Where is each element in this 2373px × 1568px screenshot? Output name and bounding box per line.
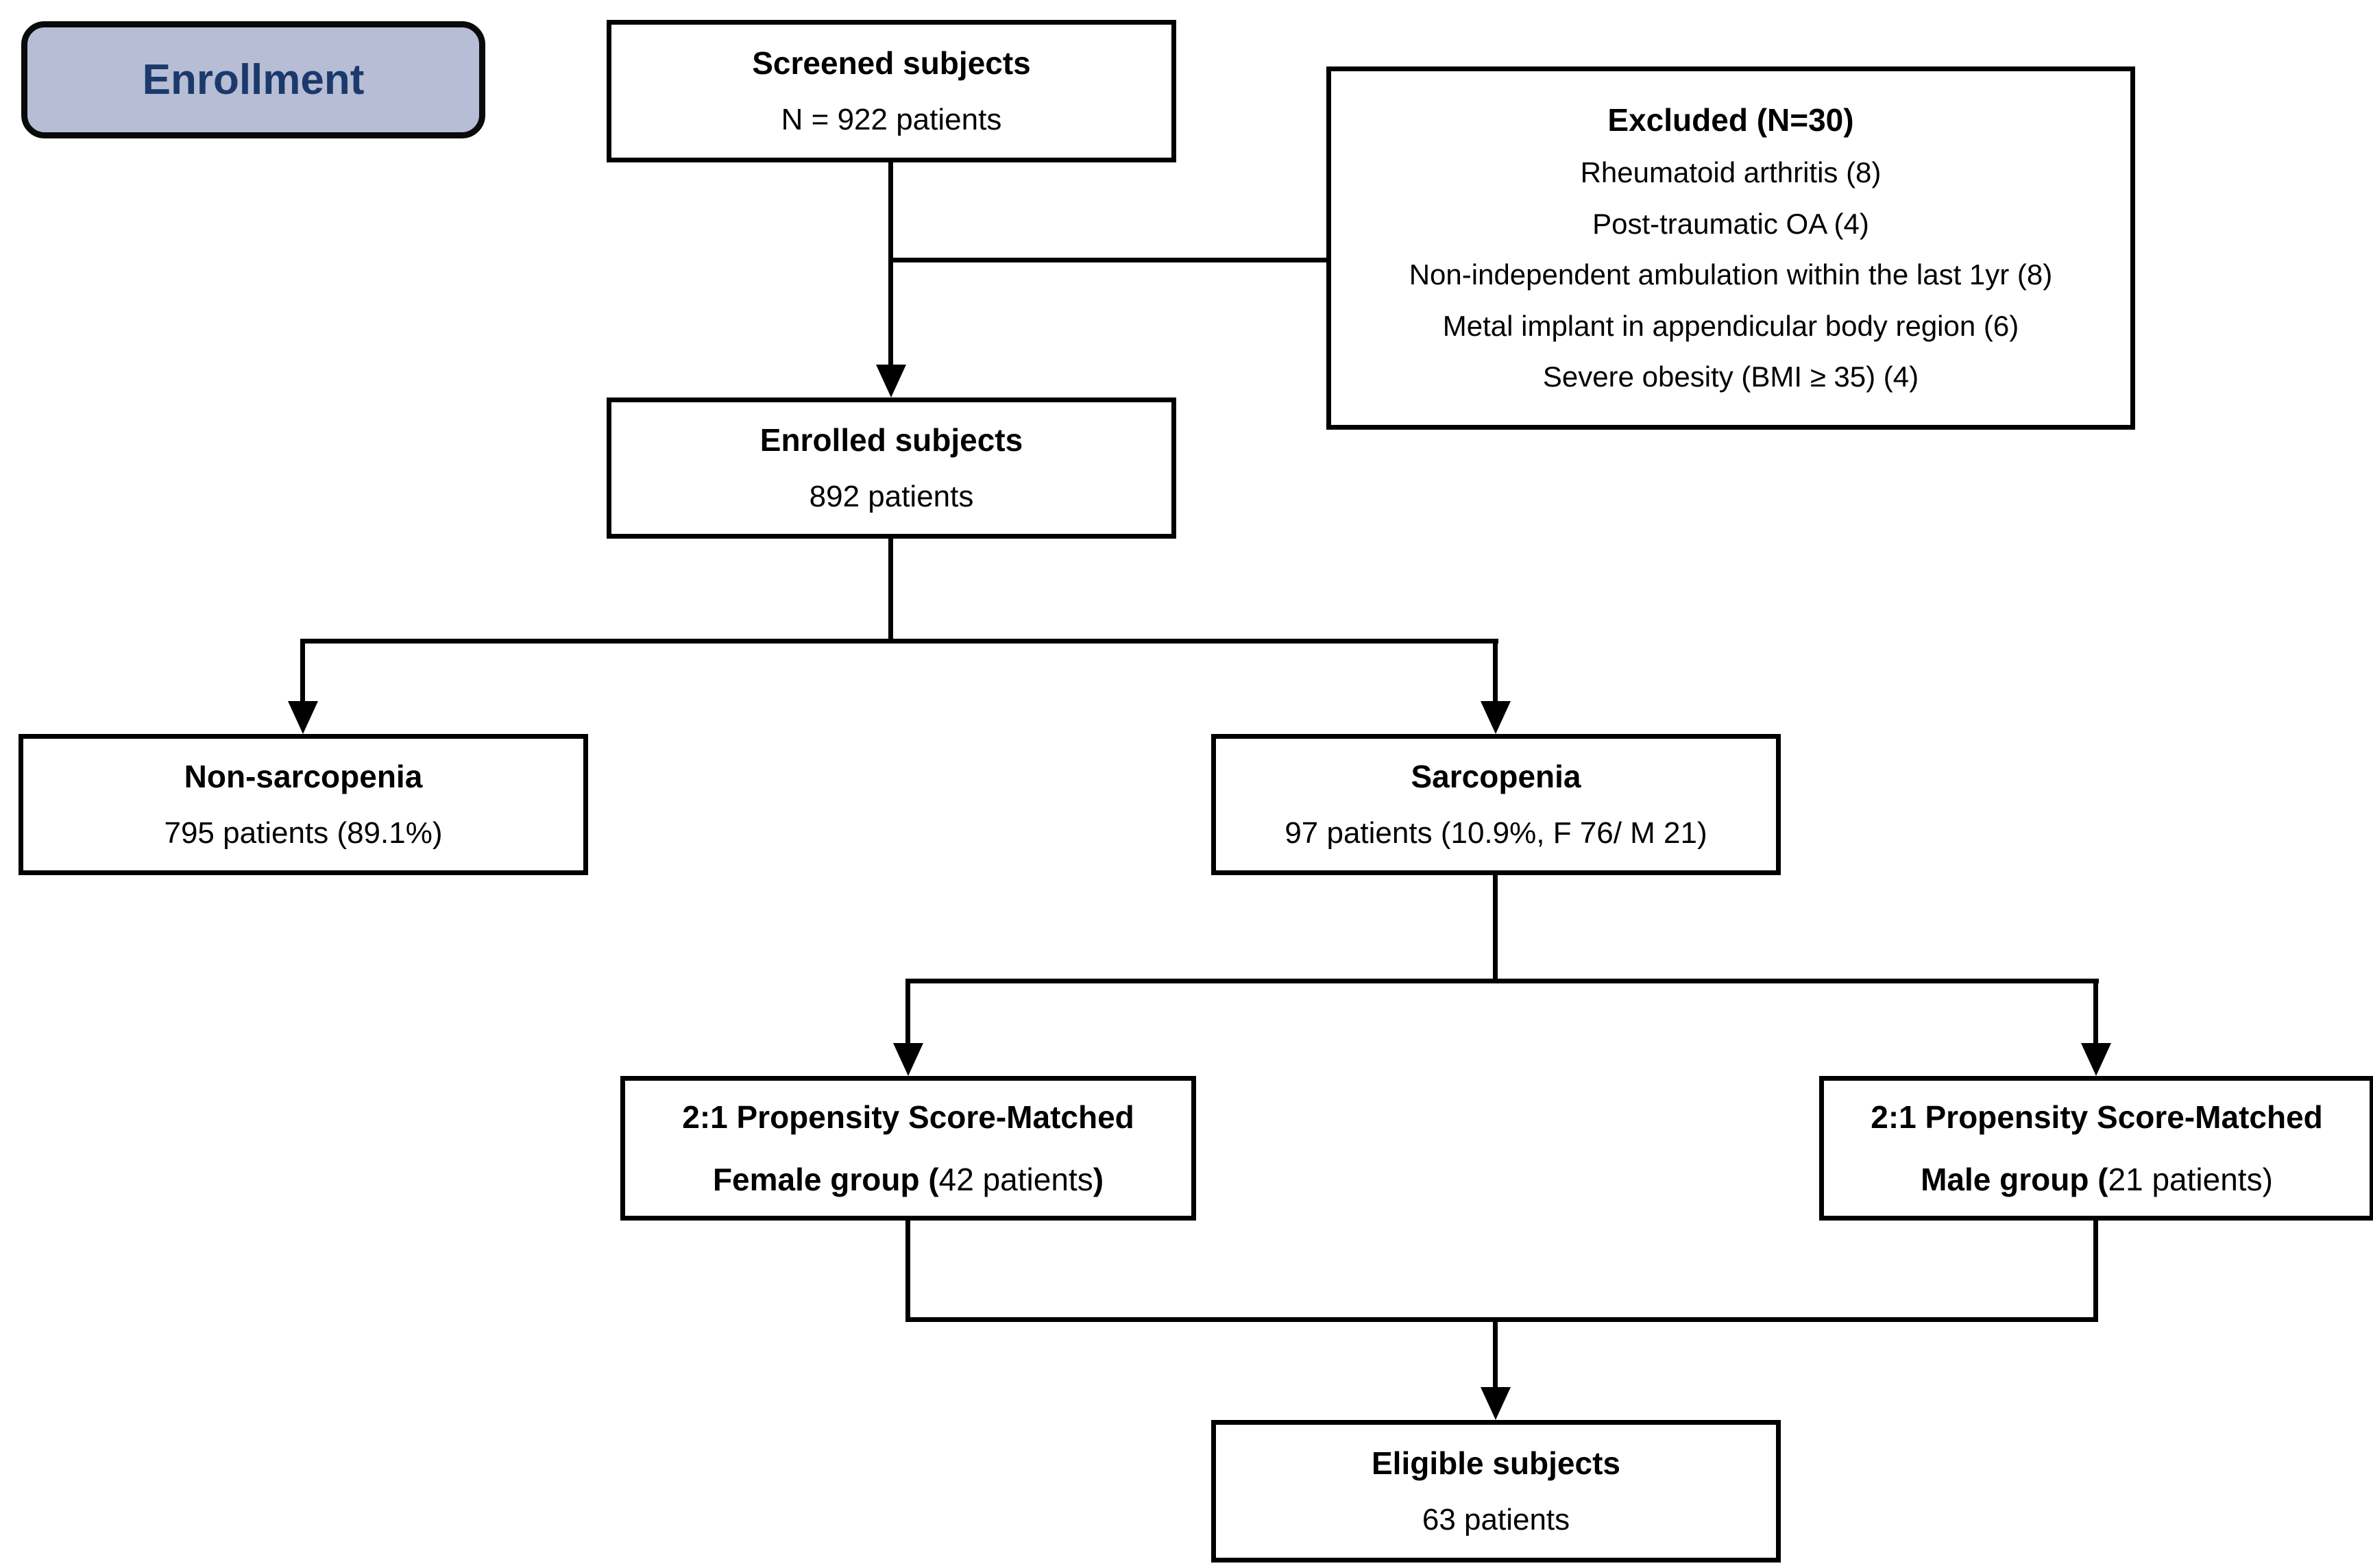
- non-sarcopenia-count: 795 patients (89.1%): [164, 816, 443, 850]
- sarcopenia-count: 97 patients (10.9%, F 76/ M 21): [1285, 816, 1707, 850]
- excluded-item: Metal implant in appendicular body regio…: [1442, 309, 2019, 342]
- female-group-line2: Female group (42 patients): [713, 1162, 1104, 1197]
- excluded-title: Excluded (N=30): [1607, 102, 1854, 138]
- connector-drop-female: [905, 979, 910, 1044]
- enrolled-subjects-box: Enrolled subjects 892 patients: [607, 397, 1176, 539]
- enrollment-stage-label: Enrollment: [142, 56, 365, 103]
- female-group-label: Female group (: [712, 1161, 939, 1197]
- enrolled-subjects-title: Enrolled subjects: [759, 421, 1023, 458]
- excluded-item: Post-traumatic OA (4): [1592, 207, 1869, 240]
- connector-merge-down: [1493, 1317, 1498, 1388]
- connector-female-down: [905, 1221, 910, 1322]
- screened-subjects-box: Screened subjects N = 922 patients: [607, 20, 1176, 162]
- female-group-paren: ): [1093, 1161, 1104, 1197]
- enrollment-stage-badge: Enrollment: [21, 21, 485, 138]
- female-group-count: 42 patients: [938, 1161, 1093, 1197]
- male-group-line1: 2:1 Propensity Score-Matched: [1871, 1099, 2323, 1135]
- connector-drop-male: [2093, 979, 2098, 1044]
- excluded-item: Rheumatoid arthritis (8): [1580, 156, 1882, 189]
- screened-subjects-title: Screened subjects: [752, 45, 1031, 81]
- eligible-subjects-count: 63 patients: [1422, 1503, 1570, 1537]
- female-matched-group-box: 2:1 Propensity Score-Matched Female grou…: [620, 1076, 1196, 1221]
- non-sarcopenia-box: Non-sarcopenia 795 patients (89.1%): [19, 734, 588, 875]
- eligible-subjects-title: Eligible subjects: [1372, 1445, 1620, 1481]
- connector-enrolled-down: [888, 539, 893, 644]
- male-group-count: 21 patients): [2108, 1161, 2273, 1197]
- connector-drop-sarcopenia: [1493, 639, 1498, 704]
- arrowhead-nonsarcopenia: [288, 701, 318, 734]
- connector-split-sarcopenia: [300, 639, 1498, 644]
- connector-merge: [905, 1317, 2098, 1322]
- excluded-box: Excluded (N=30) Rheumatoid arthritis (8)…: [1326, 66, 2135, 430]
- sarcopenia-box: Sarcopenia 97 patients (10.9%, F 76/ M 2…: [1211, 734, 1781, 875]
- arrowhead-female-group: [893, 1043, 923, 1076]
- arrowhead-sarcopenia: [1481, 701, 1511, 734]
- non-sarcopenia-title: Non-sarcopenia: [184, 758, 423, 794]
- arrowhead-male-group: [2081, 1043, 2111, 1076]
- arrowhead-eligible: [1481, 1387, 1511, 1420]
- connector-sarcopenia-down: [1493, 875, 1498, 981]
- excluded-item: Non-independent ambulation within the la…: [1409, 258, 2053, 291]
- connector-drop-nonsarcopenia: [300, 639, 305, 704]
- screened-subjects-count: N = 922 patients: [781, 103, 1002, 137]
- male-group-line2: Male group (21 patients): [1921, 1162, 2273, 1197]
- arrowhead-enrolled: [876, 365, 906, 397]
- connector-screened-to-enrolled: [888, 162, 893, 368]
- female-group-line1: 2:1 Propensity Score-Matched: [682, 1099, 1134, 1135]
- connector-male-down: [2093, 1221, 2098, 1322]
- enrolled-subjects-count: 892 patients: [809, 480, 974, 514]
- male-matched-group-box: 2:1 Propensity Score-Matched Male group …: [1819, 1076, 2373, 1221]
- sarcopenia-title: Sarcopenia: [1411, 758, 1581, 794]
- eligible-subjects-box: Eligible subjects 63 patients: [1211, 1420, 1781, 1563]
- connector-split-matched-groups: [905, 979, 2099, 983]
- connector-to-excluded: [888, 258, 1329, 262]
- male-group-label: Male group (: [1921, 1161, 2108, 1197]
- excluded-item: Severe obesity (BMI ≥ 35) (4): [1542, 360, 1919, 393]
